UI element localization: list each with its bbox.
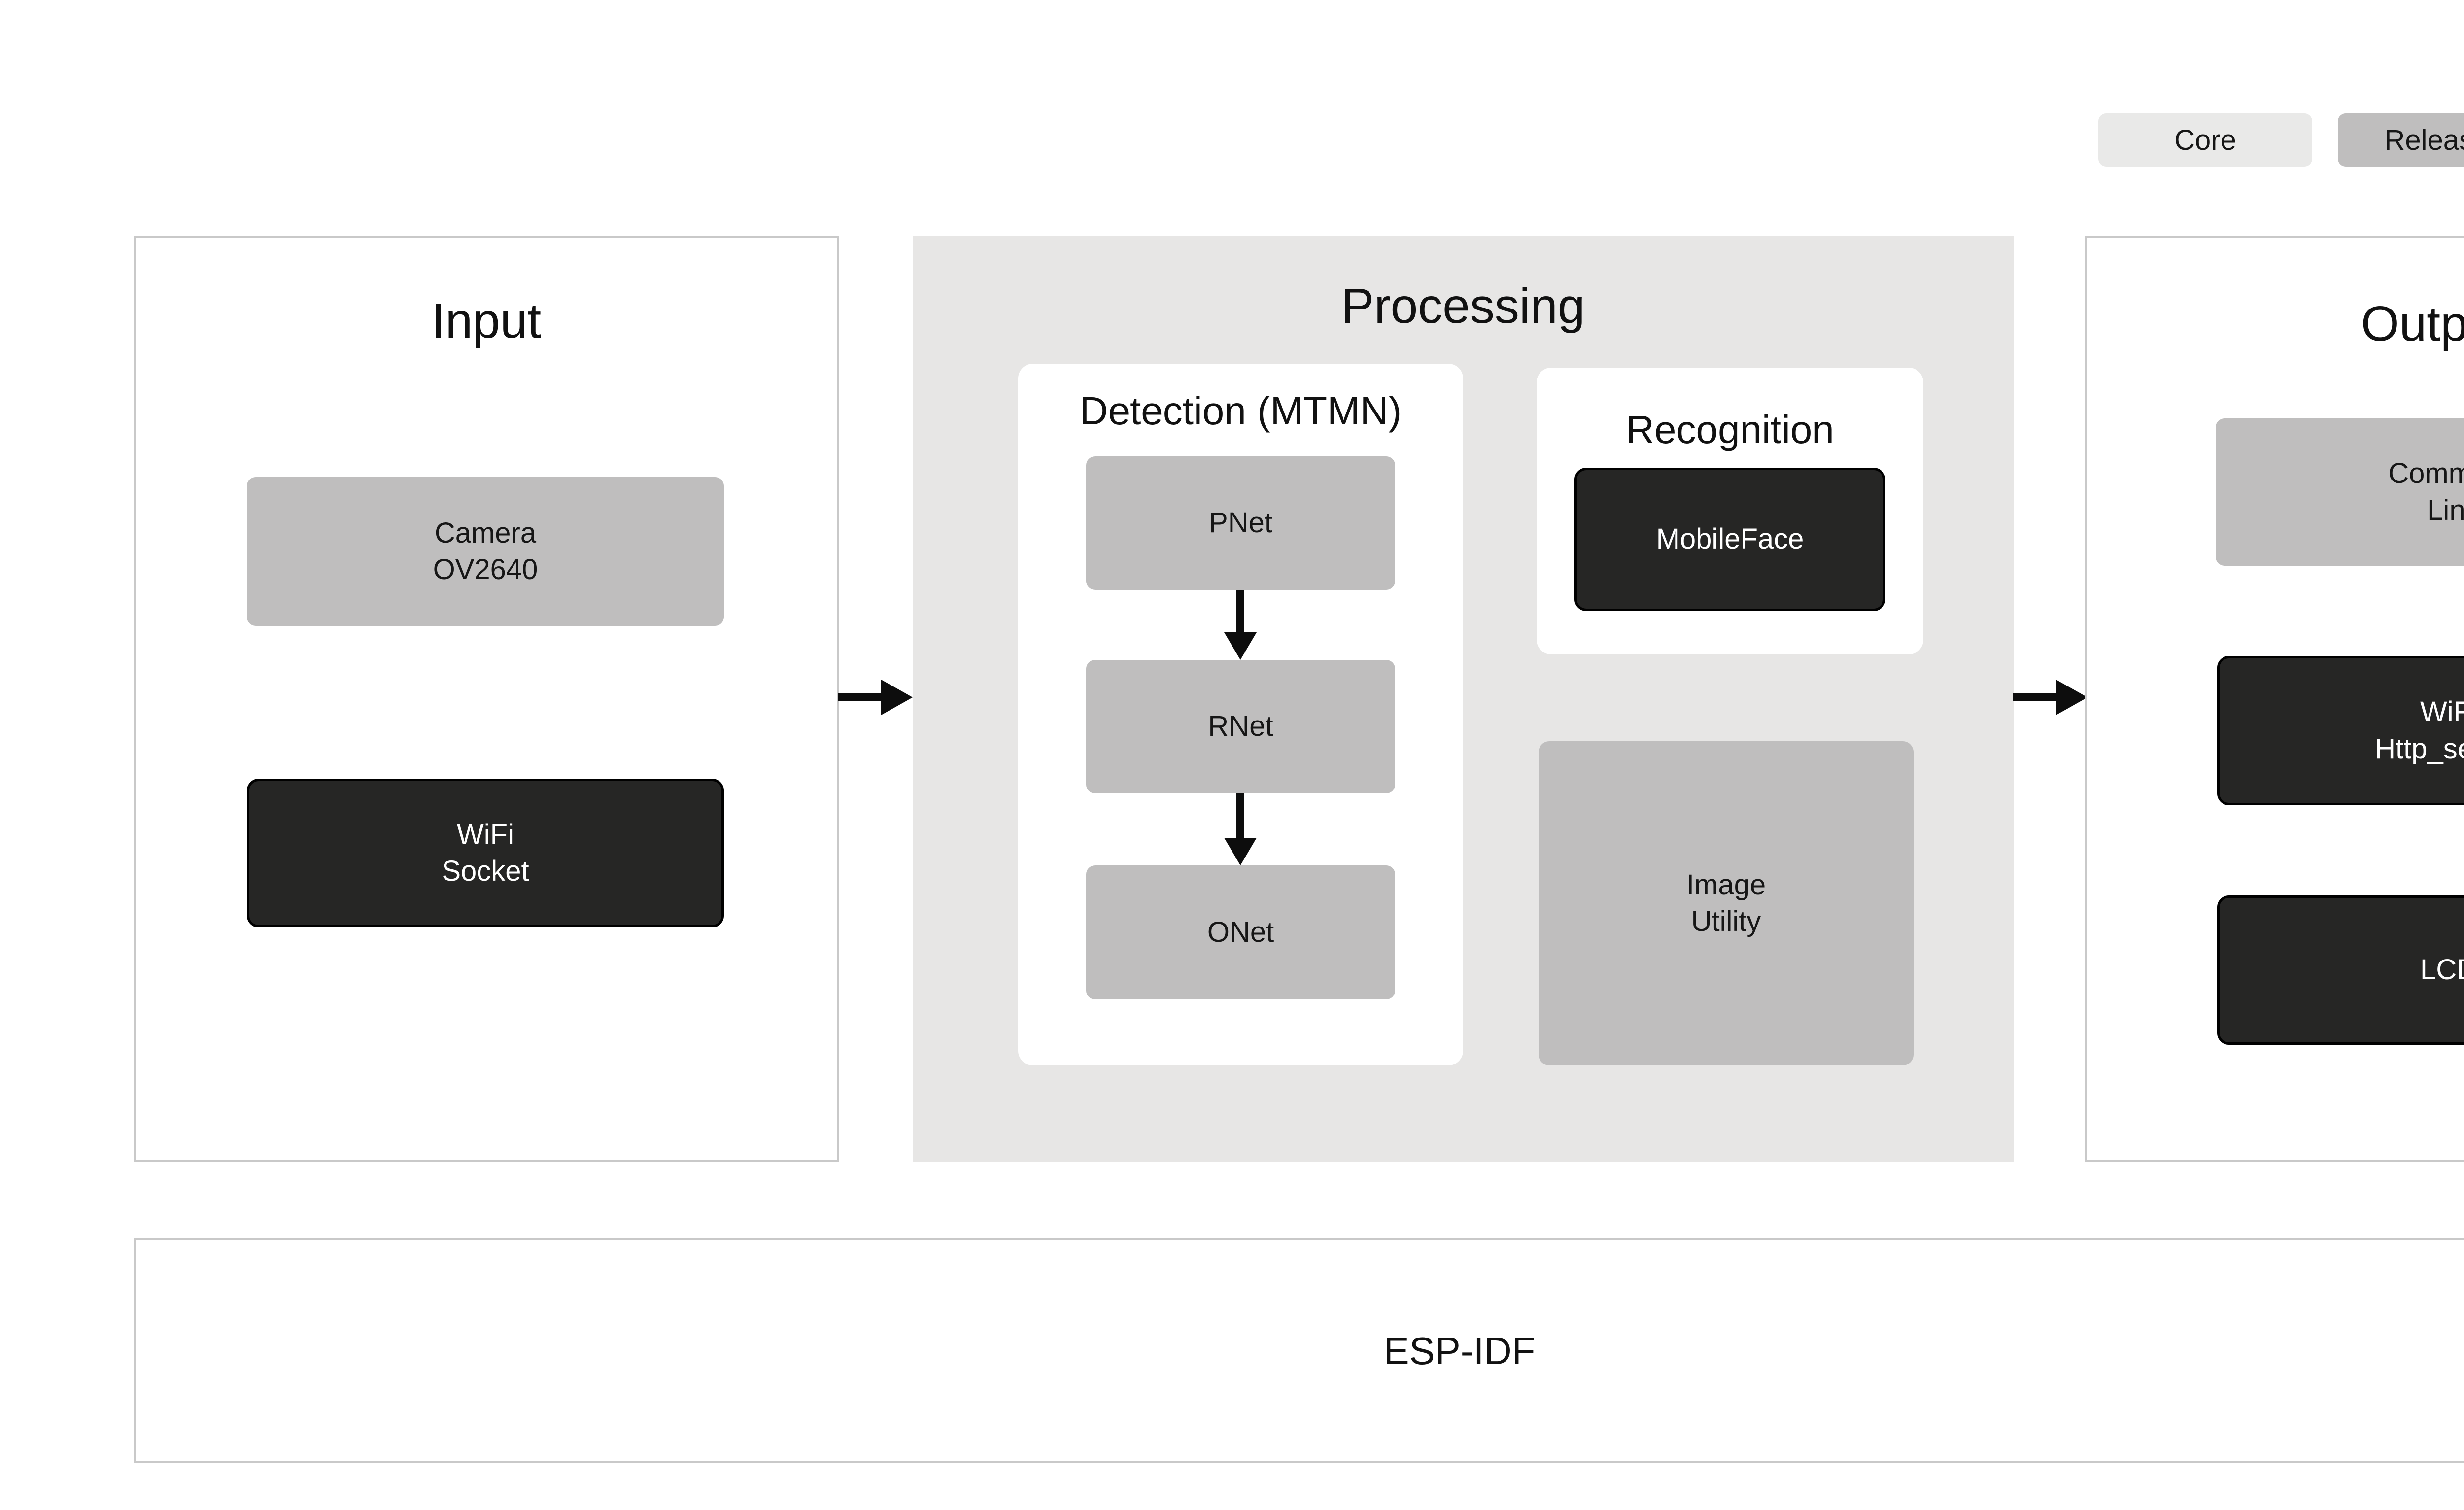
esp-idf-title: ESP-IDF	[1383, 1329, 1536, 1373]
image-utility-node: Image Utility	[1539, 741, 1914, 1065]
esp-idf-section: ESP-IDF	[134, 1238, 2464, 1463]
arrow-rnet-to-onet-icon	[1223, 793, 1258, 865]
command-line-line2: Line	[2427, 494, 2464, 526]
command-line-line1: Command	[2388, 457, 2464, 490]
wifi-socket-line2: Socket	[442, 855, 529, 887]
wifi-http-server-node: WiFi Http_server	[2217, 656, 2464, 805]
lcd-label: LCD	[2420, 954, 2464, 986]
command-line-node: Command Line	[2216, 418, 2464, 566]
rnet-label: RNet	[1208, 710, 1273, 743]
camera-node-line1: Camera	[434, 516, 537, 549]
wifi-http-line1: WiFi	[2420, 696, 2464, 728]
arrow-processing-to-output-icon	[2013, 663, 2088, 732]
processing-section-title: Processing	[1341, 278, 1585, 334]
output-section-title: Output	[2361, 296, 2464, 351]
rnet-node: RNet	[1086, 660, 1395, 793]
input-section-title: Input	[431, 293, 542, 348]
pnet-node: PNet	[1086, 456, 1395, 590]
onet-node: ONet	[1086, 865, 1395, 999]
image-utility-line1: Image	[1686, 868, 1766, 901]
onet-label: ONet	[1207, 916, 1274, 948]
legend-released-badge: Released	[2338, 113, 2464, 167]
legend-core-badge: Core	[2098, 113, 2312, 167]
pnet-label: PNet	[1209, 507, 1272, 539]
arrow-pnet-to-rnet-icon	[1223, 590, 1258, 660]
camera-ov2640-node: Camera OV2640	[247, 477, 724, 626]
camera-node-line2: OV2640	[433, 553, 538, 585]
input-section: Input	[134, 236, 839, 1162]
wifi-http-line2: Http_server	[2375, 732, 2464, 765]
mobileface-node: MobileFace	[1574, 468, 1885, 611]
arrow-input-to-processing-icon	[838, 663, 913, 732]
wifi-socket-line1: WiFi	[457, 818, 514, 851]
wifi-socket-node: WiFi Socket	[247, 779, 724, 927]
recognition-group-title: Recognition	[1626, 408, 1834, 451]
image-utility-line2: Utility	[1691, 905, 1761, 937]
mobileface-label: MobileFace	[1656, 523, 1804, 555]
lcd-node: LCD	[2217, 895, 2464, 1045]
detection-group-title: Detection (MTMN)	[1079, 389, 1402, 433]
